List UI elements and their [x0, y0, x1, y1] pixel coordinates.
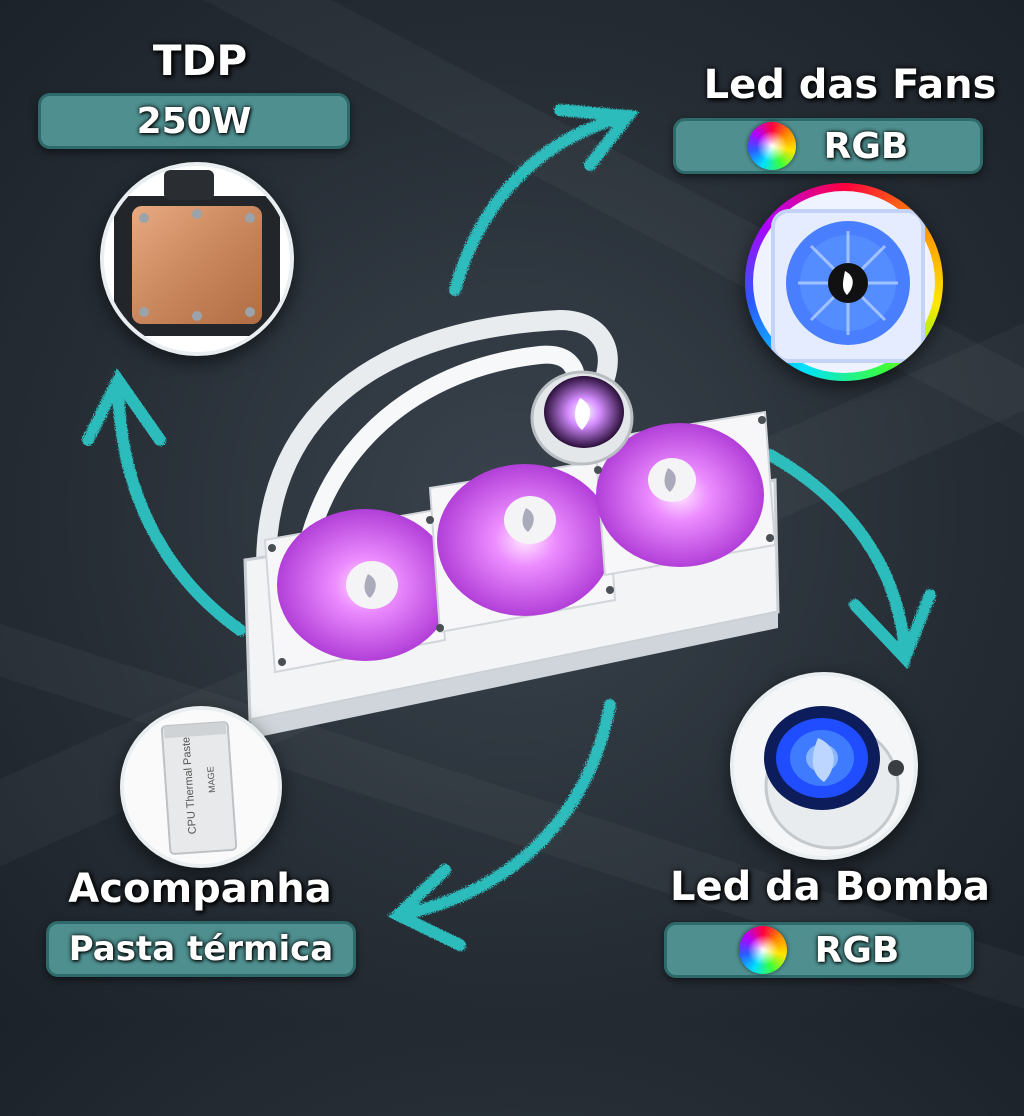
- arrow-right: [764, 449, 911, 661]
- cooler-product-image: [243, 309, 780, 738]
- rgb-color-wheel-icon: [738, 926, 787, 974]
- coolant-tube: [256, 309, 618, 610]
- pump-led-badge: RGB: [664, 922, 974, 978]
- fans-led-value: RGB: [823, 125, 909, 167]
- arrow-left-head: [82, 368, 166, 446]
- tdp-value: 250W: [136, 100, 252, 142]
- cold-plate-image: [100, 162, 294, 356]
- pump-led-heading: Led da Bomba: [670, 864, 990, 910]
- cycle-arrows: [82, 104, 936, 951]
- arrow-bottom-head: [387, 864, 466, 951]
- included-value: Pasta térmica: [68, 929, 334, 969]
- arrow-right-head: [849, 589, 936, 669]
- arrow-left: [112, 379, 246, 636]
- arrow-bottom: [394, 699, 616, 921]
- arrow-top-head: [554, 104, 640, 171]
- rgb-color-wheel-icon: [747, 122, 796, 170]
- fan-1: [263, 508, 453, 674]
- thermal-paste-image: CPU Thermal Paste MAGE: [120, 706, 282, 868]
- pump-closeup-image: [730, 672, 918, 860]
- fans-led-heading: Led das Fans: [703, 62, 997, 108]
- included-heading: Acompanha: [68, 866, 332, 912]
- fan-2: [428, 458, 617, 634]
- fans-led-badge: RGB: [673, 118, 983, 174]
- tdp-value-badge: 250W: [38, 93, 350, 149]
- fan-3: [593, 410, 777, 577]
- thermal-paste-brand: MAGE: [205, 766, 217, 793]
- pump-led-value: RGB: [814, 929, 900, 971]
- arrow-top: [449, 112, 626, 296]
- tdp-heading: TDP: [152, 36, 248, 85]
- included-badge: Pasta térmica: [46, 921, 356, 977]
- rgb-fan-image: [745, 183, 943, 381]
- radiator: [243, 410, 780, 738]
- pump-block: [530, 370, 634, 466]
